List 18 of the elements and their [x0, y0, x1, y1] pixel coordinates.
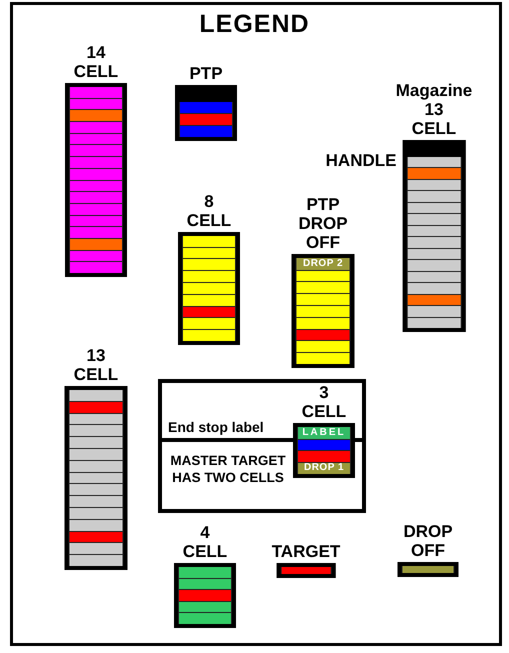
rack-label: Magazine 13 CELL: [396, 80, 472, 138]
legend-title: LEGEND: [198, 10, 311, 39]
note-text: MASTER TARGET HAS TWO CELLS: [170, 452, 286, 486]
rack-label: 8 CELL: [186, 192, 232, 230]
note-box: [158, 379, 366, 513]
rack-label: 4 CELL: [182, 523, 228, 562]
handle-label: HANDLE: [326, 150, 396, 170]
labelled-cell: LABEL: [298, 427, 350, 438]
rack-label: PTP: [189, 64, 223, 83]
rack-label: TARGET: [272, 542, 340, 561]
note-text: End stop label: [168, 419, 264, 435]
rack-label: DROP OFF: [403, 522, 453, 560]
labelled-cell: DROP 1: [298, 462, 350, 474]
rack-label: PTP DROP OFF: [298, 194, 348, 252]
rack-label: 13 CELL: [74, 346, 118, 384]
rack-label: 14 CELL: [74, 43, 118, 81]
labelled-cell: DROP 2: [296, 258, 350, 270]
rack-label: 3 CELL: [302, 383, 346, 421]
